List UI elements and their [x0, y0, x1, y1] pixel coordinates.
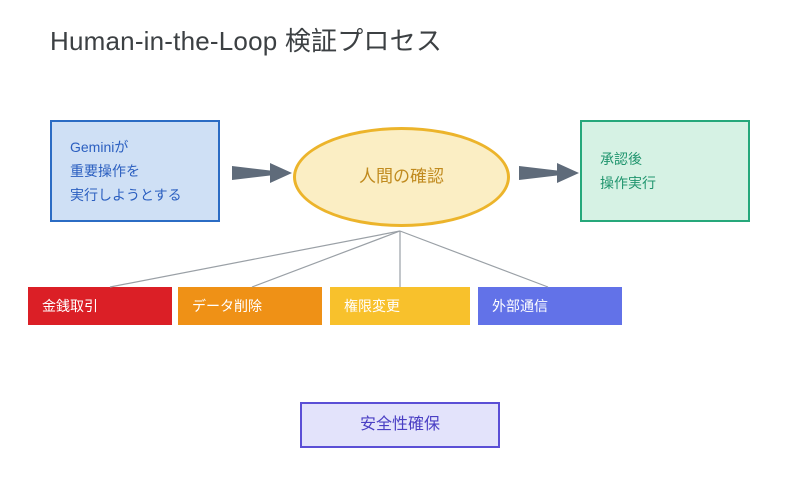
category-box-money-transaction[interactable]: 金銭取引 — [28, 287, 172, 325]
connector-to-category-1 — [251, 230, 401, 288]
node-source-label: Geminiが 重要操作を 実行しようとする — [70, 139, 182, 203]
node-safety-assurance-label: 安全性確保 — [359, 416, 440, 433]
category-box-external-communication[interactable]: 外部通信 — [478, 287, 622, 325]
category-box-data-deletion[interactable]: データ削除 — [178, 287, 322, 325]
category-label: 金銭取引 — [42, 298, 98, 314]
category-label: 権限変更 — [344, 298, 400, 314]
category-label: 外部通信 — [492, 298, 548, 314]
node-source-action[interactable]: Geminiが 重要操作を 実行しようとする — [50, 120, 220, 222]
arrow-gate-to-result-icon — [519, 163, 579, 183]
node-human-confirmation-label: 人間の確認 — [359, 167, 444, 186]
connector-to-category-0 — [109, 230, 401, 288]
connector-to-category-3 — [399, 230, 549, 288]
node-safety-assurance[interactable]: 安全性確保 — [300, 402, 500, 448]
arrow-source-to-gate-icon — [232, 163, 292, 183]
node-approved-execution[interactable]: 承認後 操作実行 — [580, 120, 750, 222]
node-human-confirmation[interactable]: 人間の確認 — [293, 127, 510, 227]
category-box-permission-change[interactable]: 権限変更 — [330, 287, 470, 325]
page-title: Human-in-the-Loop 検証プロセス — [50, 26, 443, 56]
category-label: データ削除 — [192, 298, 262, 314]
node-approved-execution-label: 承認後 操作実行 — [600, 151, 656, 191]
